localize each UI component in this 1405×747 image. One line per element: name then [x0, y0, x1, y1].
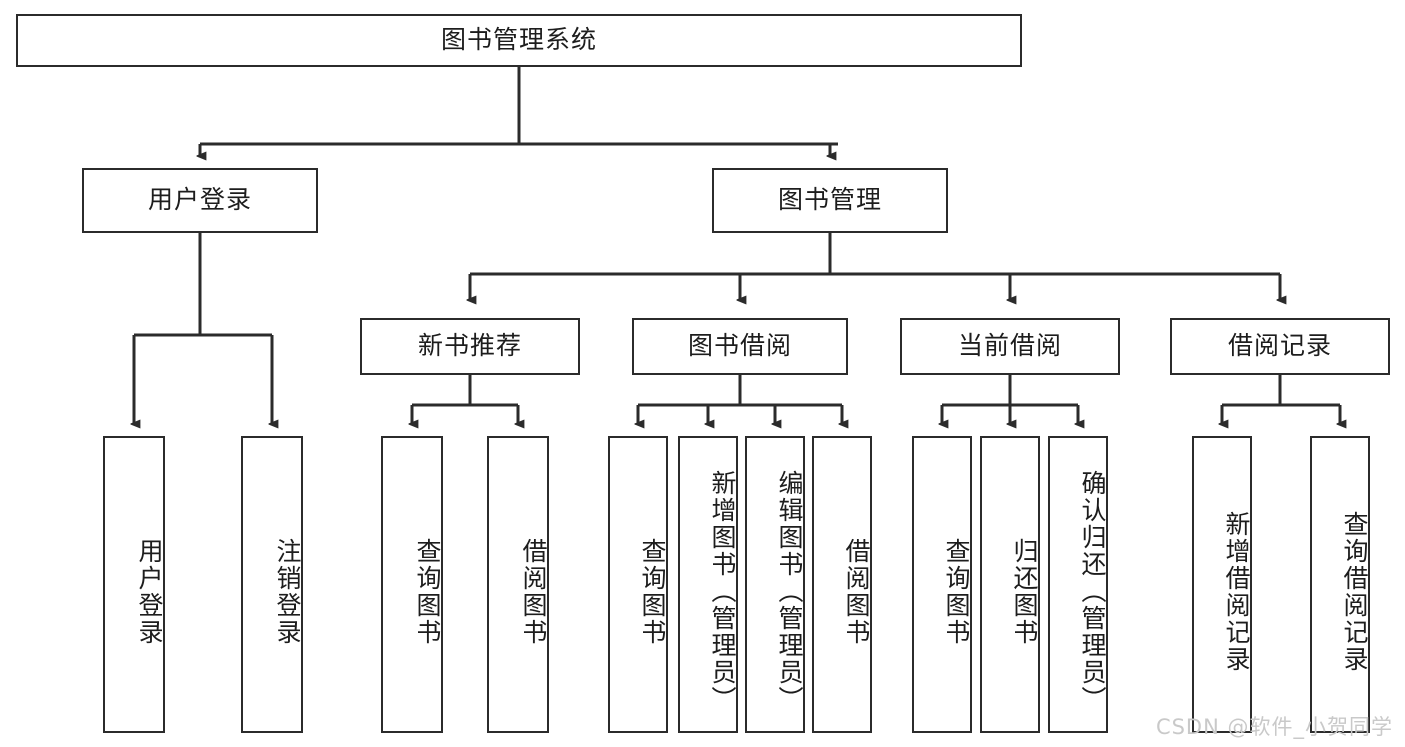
- leaf-query-record-label: 查询借阅记录: [1340, 510, 1369, 673]
- leaf-query-record[interactable]: 查询借阅记录: [1310, 436, 1370, 733]
- node-new-book-rec[interactable]: 新书推荐: [360, 318, 580, 375]
- leaf-logout[interactable]: 注销登录: [241, 436, 303, 733]
- node-borrow-record-label: 借阅记录: [1227, 331, 1332, 361]
- node-current-borrow[interactable]: 当前借阅: [900, 318, 1120, 375]
- node-borrow-record[interactable]: 借阅记录: [1170, 318, 1390, 375]
- leaf-query-book-cur-label: 查询图书: [942, 537, 971, 646]
- node-current-borrow-label: 当前借阅: [957, 331, 1062, 361]
- leaf-query-book-rec-label: 查询图书: [413, 537, 442, 646]
- leaf-return-book[interactable]: 归还图书: [980, 436, 1040, 733]
- leaf-user-login[interactable]: 用户登录: [103, 436, 165, 733]
- leaf-user-login-label: 用户登录: [135, 537, 164, 646]
- leaf-borrow-book-rec[interactable]: 借阅图书: [487, 436, 549, 733]
- node-book-borrow-label: 图书借阅: [687, 331, 792, 361]
- csdn-watermark: CSDN @软件_小贺同学: [1155, 715, 1393, 739]
- leaf-edit-book-label: 编辑图书（管理员）: [775, 470, 804, 713]
- node-book-manage[interactable]: 图书管理: [712, 168, 948, 233]
- leaf-borrow-book[interactable]: 借阅图书: [812, 436, 872, 733]
- leaf-edit-book[interactable]: 编辑图书（管理员）: [745, 436, 805, 733]
- leaf-return-book-label: 归还图书: [1010, 537, 1039, 646]
- node-root-label: 图书管理系统: [440, 25, 597, 55]
- leaf-query-book-cur[interactable]: 查询图书: [912, 436, 972, 733]
- node-user-login-label: 用户登录: [147, 185, 252, 215]
- leaf-borrow-book-label: 借阅图书: [842, 537, 871, 646]
- node-new-book-rec-label: 新书推荐: [417, 331, 522, 361]
- leaf-add-book[interactable]: 新增图书（管理员）: [678, 436, 738, 733]
- leaf-add-record[interactable]: 新增借阅记录: [1192, 436, 1252, 733]
- leaf-query-book-rec[interactable]: 查询图书: [381, 436, 443, 733]
- leaf-borrow-book-rec-label: 借阅图书: [519, 537, 548, 646]
- leaf-confirm-return[interactable]: 确认归还（管理员）: [1048, 436, 1108, 733]
- node-book-manage-label: 图书管理: [777, 185, 882, 215]
- leaf-add-record-label: 新增借阅记录: [1222, 510, 1251, 673]
- node-user-login[interactable]: 用户登录: [82, 168, 318, 233]
- leaf-query-book-borrow-label: 查询图书: [638, 537, 667, 646]
- node-book-borrow[interactable]: 图书借阅: [632, 318, 848, 375]
- node-root[interactable]: 图书管理系统: [16, 14, 1022, 67]
- leaf-query-book-borrow[interactable]: 查询图书: [608, 436, 668, 733]
- leaf-logout-label: 注销登录: [273, 537, 302, 646]
- leaf-confirm-return-label: 确认归还（管理员）: [1078, 470, 1107, 713]
- leaf-add-book-label: 新增图书（管理员）: [708, 470, 737, 713]
